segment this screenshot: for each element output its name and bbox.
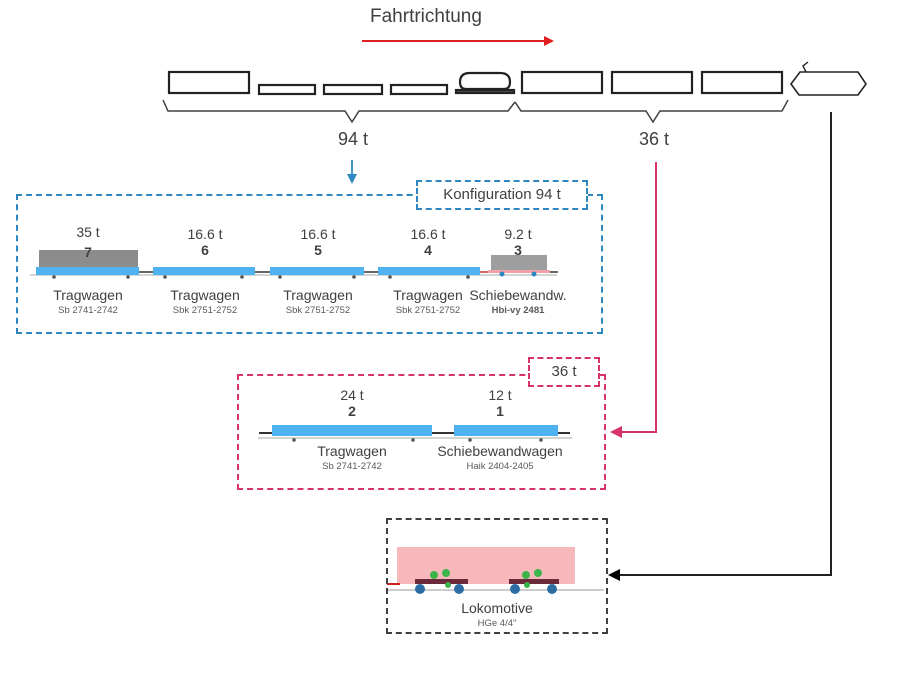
overview-locomotive bbox=[790, 71, 867, 96]
track-36t bbox=[258, 425, 572, 442]
wagon-5: 16.6 t 5 bbox=[263, 226, 373, 258]
wagon-name: Tragwagen bbox=[317, 443, 387, 459]
wagon-number: 3 bbox=[514, 242, 522, 258]
overview-wagon-5 bbox=[322, 83, 384, 96]
wagon-1-frame bbox=[454, 425, 558, 436]
wagon-number: 7 bbox=[84, 244, 92, 260]
wagon-3: 9.2 t 3 bbox=[463, 226, 573, 258]
group-weight-94t: 94 t bbox=[337, 129, 369, 149]
wagon-6-caption: Tragwagen Sbk 2751-2752 bbox=[150, 287, 260, 316]
wagon-3-caption: Schiebewandw. Hbi-vy 2481 bbox=[463, 287, 573, 316]
wagon-3-frame bbox=[488, 270, 550, 273]
locomotive-code: HGe 4/4" bbox=[477, 618, 517, 629]
locomotive-drawing bbox=[386, 547, 604, 594]
wagon-number: 1 bbox=[496, 403, 504, 419]
wagon-number: 2 bbox=[348, 403, 356, 419]
wagon-6: 16.6 t 6 bbox=[150, 226, 260, 258]
overview-wagon-4 bbox=[389, 83, 449, 96]
wagon-weight: 9.2 t bbox=[504, 226, 532, 242]
wagon-weight: 12 t bbox=[488, 387, 512, 403]
config-94t-box bbox=[16, 194, 603, 334]
wagon-5-caption: Tragwagen Sbk 2751-2752 bbox=[263, 287, 373, 316]
config-94t-label: Konfiguration 94 t bbox=[416, 180, 588, 210]
train-overview bbox=[167, 61, 867, 96]
group-weight-36t: 36 t bbox=[638, 129, 670, 149]
wagon-name: Schiebewandwagen bbox=[437, 443, 563, 459]
brace-36t bbox=[514, 99, 789, 124]
wagon-weight: 16.6 t bbox=[187, 226, 223, 242]
overview-wagon-6 bbox=[257, 83, 317, 96]
wagon-code: Haik 2404-2405 bbox=[466, 461, 534, 472]
wagon-number: 6 bbox=[201, 242, 209, 258]
wagon-name: Tragwagen bbox=[393, 287, 463, 303]
wagon-7: 35 t bbox=[33, 224, 143, 240]
wagon-name: Tragwagen bbox=[53, 287, 123, 303]
wagon-7-load bbox=[39, 250, 138, 268]
config-36t-label: 36 t bbox=[528, 357, 600, 387]
wagon-code: Hbi-vy 2481 bbox=[491, 305, 545, 316]
track-94t bbox=[30, 250, 558, 279]
locomotive-name: Lokomotive bbox=[461, 600, 533, 616]
brace-94t bbox=[162, 99, 516, 124]
locomotive-box bbox=[386, 518, 608, 634]
wagon-code: Sb 2741-2742 bbox=[58, 305, 118, 316]
wagon-code: Sbk 2751-2752 bbox=[395, 305, 461, 316]
wagon-2-caption: Tragwagen Sb 2741-2742 bbox=[297, 443, 407, 472]
wagon-1-caption: Schiebewandwagen Haik 2404-2405 bbox=[425, 443, 575, 472]
direction-title: Fahrtrichtung bbox=[370, 6, 482, 27]
wagon-weight: 24 t bbox=[340, 387, 364, 403]
config-36t-box bbox=[237, 374, 606, 490]
connector-locomotive bbox=[608, 112, 832, 581]
wagon-code: Sbk 2751-2752 bbox=[172, 305, 238, 316]
overview-wagon-7 bbox=[167, 70, 251, 95]
wagon-3-body bbox=[491, 255, 547, 270]
wagon-2: 24 t 2 bbox=[297, 387, 407, 419]
overview-wagon-0 bbox=[700, 70, 784, 95]
wagon-4: 16.6 t 4 bbox=[373, 226, 483, 258]
wagon-code: Sbk 2751-2752 bbox=[285, 305, 351, 316]
locomotive-body bbox=[397, 547, 575, 584]
wagon-name: Tragwagen bbox=[283, 287, 353, 303]
connector-36t bbox=[610, 162, 657, 438]
wagon-7-number-wrap: 7 bbox=[33, 244, 143, 260]
wagon-4-caption: Tragwagen Sbk 2751-2752 bbox=[373, 287, 483, 316]
wagon-weight: 16.6 t bbox=[410, 226, 446, 242]
wagon-name: Tragwagen bbox=[170, 287, 240, 303]
locomotive-caption: Lokomotive HGe 4/4" bbox=[442, 600, 552, 629]
wagon-7-caption: Tragwagen Sb 2741-2742 bbox=[33, 287, 143, 316]
wagon-weight: 16.6 t bbox=[300, 226, 336, 242]
wagon-6-frame bbox=[153, 267, 255, 275]
overview-wagon-2 bbox=[520, 70, 604, 95]
wagon-name: Schiebewandw. bbox=[469, 287, 567, 303]
wagon-weight: 35 t bbox=[76, 224, 100, 240]
wagon-1: 12 t 1 bbox=[445, 387, 555, 419]
wagon-2-frame bbox=[272, 425, 432, 436]
overview-wagon-1 bbox=[610, 70, 694, 95]
wagon-5-frame bbox=[270, 267, 364, 275]
wagon-7-frame bbox=[36, 267, 139, 275]
wagon-4-frame bbox=[378, 267, 480, 275]
wagon-number: 5 bbox=[314, 242, 322, 258]
wagon-code: Sb 2741-2742 bbox=[322, 461, 382, 472]
wagon-number: 4 bbox=[424, 242, 432, 258]
overview-wagon-3 bbox=[454, 71, 516, 95]
